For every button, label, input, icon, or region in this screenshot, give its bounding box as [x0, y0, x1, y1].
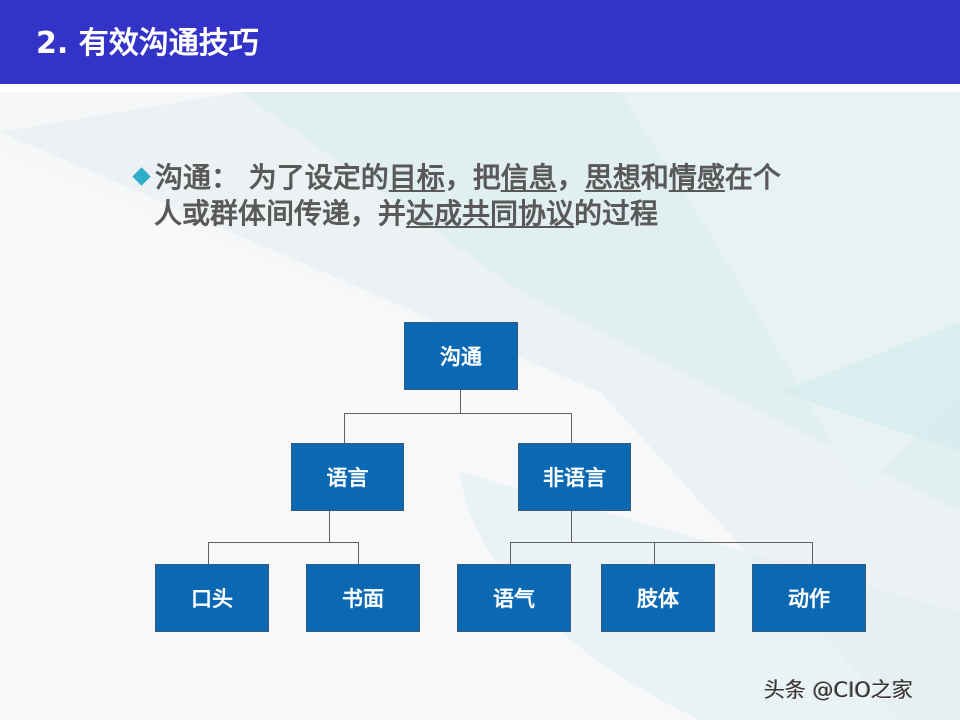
- definition-text: 的过程: [574, 197, 659, 230]
- definition-line-1: 沟通： 为了设定的目标，把信息，思想和情感在个: [132, 160, 892, 196]
- connector-level1-bar: [344, 413, 572, 414]
- slide-header: 2. 有效沟通技巧: [0, 0, 960, 84]
- definition-text: 沟通： 为了设定的: [155, 161, 389, 194]
- connector-to-nonverbal: [571, 413, 572, 443]
- definition-text: ，把: [444, 161, 501, 194]
- header-divider: [0, 84, 960, 92]
- node-written: 书面: [306, 564, 420, 632]
- connector-to-action: [812, 542, 813, 564]
- communication-definition: 沟通： 为了设定的目标，把信息，思想和情感在个 人或群体间传递，并达成共同协议的…: [132, 160, 892, 232]
- connector-to-tone: [510, 542, 511, 564]
- node-tone: 语气: [457, 564, 571, 632]
- connector-verbal-down: [329, 511, 330, 542]
- definition-text: 在个: [724, 161, 781, 194]
- connector-verbal-bar: [208, 542, 359, 543]
- node-verbal: 语言: [291, 443, 404, 511]
- definition-text: 和: [640, 161, 669, 194]
- underlined-keyword: 达成共同协议: [406, 197, 575, 230]
- connector-to-verbal: [344, 413, 345, 443]
- node-body-language: 肢体: [601, 564, 715, 632]
- node-oral: 口头: [155, 564, 269, 632]
- watermark: 头条 @CIO之家: [764, 678, 914, 702]
- definition-text: 人或群体间传递，并: [154, 197, 407, 230]
- underlined-keyword: 信息: [500, 161, 557, 194]
- slide-title: 2. 有效沟通技巧: [36, 26, 259, 61]
- underlined-keyword: 思想: [584, 161, 641, 194]
- connector-nonverbal-down: [571, 511, 572, 542]
- underlined-keyword: 情感: [668, 161, 725, 194]
- diamond-bullet-icon: [132, 167, 151, 186]
- node-nonverbal: 非语言: [518, 443, 631, 511]
- definition-line-2: 人或群体间传递，并达成共同协议的过程: [132, 196, 892, 232]
- node-action: 动作: [752, 564, 866, 632]
- connector-to-oral: [208, 542, 209, 564]
- connector-to-written: [358, 542, 359, 564]
- node-communication: 沟通: [404, 322, 518, 390]
- connector-nonverbal-bar: [510, 542, 813, 543]
- underlined-keyword: 目标: [388, 161, 445, 194]
- connector-to-body: [654, 542, 655, 564]
- connector-root-down: [460, 390, 461, 414]
- definition-text: ，: [556, 161, 585, 194]
